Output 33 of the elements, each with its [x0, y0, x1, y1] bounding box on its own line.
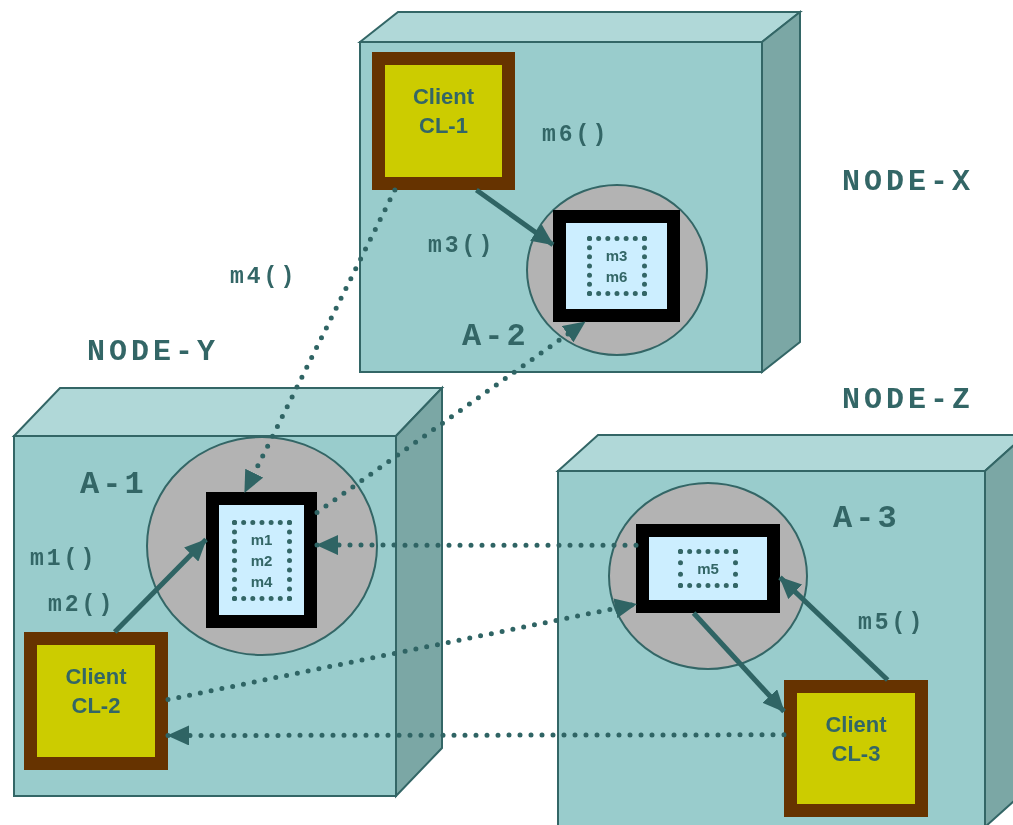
method-label: m4(): [230, 264, 298, 290]
node-heading: NODE-Z: [842, 383, 975, 417]
method-list: m1 m2 m4: [231, 519, 292, 601]
component-label: A-1: [80, 466, 147, 503]
client-label: Client CL-2: [64, 663, 128, 720]
object-box: [206, 492, 317, 628]
client-label: Client CL-1: [411, 83, 476, 140]
method-label: m3(): [428, 233, 496, 259]
arrow: [691, 611, 786, 714]
component-label: A-2: [462, 318, 529, 355]
object-box: [553, 210, 680, 322]
arrow: [112, 537, 208, 634]
node-heading: NODE-X: [842, 165, 975, 199]
method-label: m1(): [30, 546, 98, 572]
method-list: m3 m6: [586, 236, 647, 296]
method-list: m5: [678, 549, 738, 588]
client-box: [24, 632, 168, 770]
node-heading: NODE-Y: [87, 335, 220, 369]
arrow: [474, 187, 555, 247]
arrow: [314, 319, 588, 515]
method-label: m5(): [858, 610, 926, 636]
object-box: [636, 524, 780, 613]
component-label: A-3: [833, 500, 900, 537]
method-label: m2(): [48, 592, 116, 618]
arrow: [314, 535, 639, 556]
client-label: Client CL-3: [824, 711, 888, 768]
client-box: [372, 52, 515, 190]
client-box: [784, 680, 928, 817]
arrow: [242, 187, 398, 495]
arrow: [165, 598, 639, 703]
arrow: [778, 575, 890, 682]
arrow: [165, 725, 787, 746]
method-label: m6(): [542, 122, 610, 148]
